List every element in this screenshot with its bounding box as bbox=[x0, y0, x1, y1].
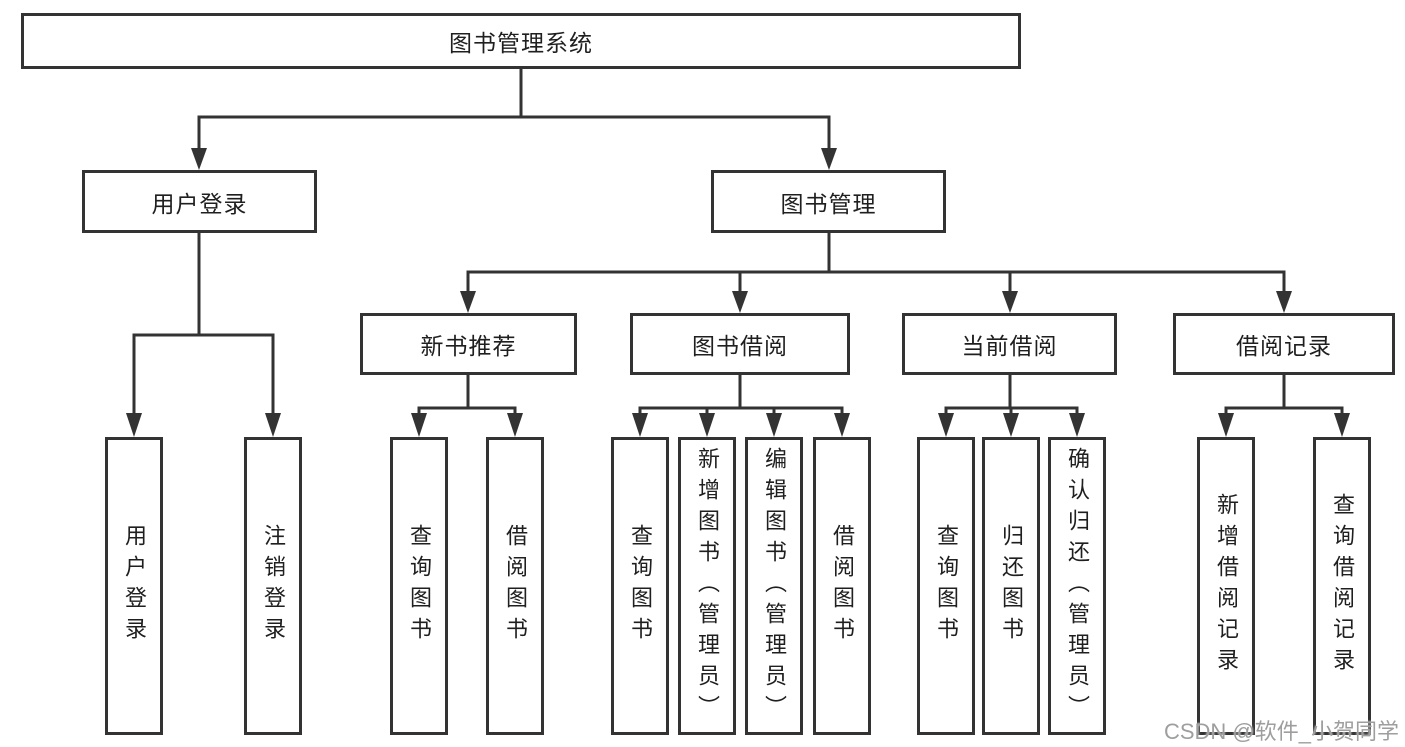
leaf-user-login: 用户登录 bbox=[105, 437, 163, 735]
leaf-confirm-return-admin: 确认归还（管理员） bbox=[1048, 437, 1106, 735]
node-new-book-recommend: 新书推荐 bbox=[360, 313, 577, 375]
leaf-query-book-2: 查询图书 bbox=[611, 437, 669, 735]
leaf-query-book-3-label: 查询图书 bbox=[934, 524, 959, 648]
node-current-borrow-label: 当前借阅 bbox=[961, 333, 1058, 359]
node-user-login: 用户登录 bbox=[82, 170, 317, 233]
leaf-edit-book-admin: 编辑图书（管理员） bbox=[745, 437, 803, 735]
node-root-label: 图书管理系统 bbox=[449, 30, 593, 56]
leaf-return-book-label: 归还图书 bbox=[999, 524, 1024, 648]
leaf-query-borrow-record: 查询借阅记录 bbox=[1313, 437, 1371, 735]
leaf-query-book-3: 查询图书 bbox=[917, 437, 975, 735]
leaf-add-book-admin: 新增图书（管理员） bbox=[678, 437, 736, 735]
leaf-query-book-1: 查询图书 bbox=[390, 437, 448, 735]
node-book-borrow: 图书借阅 bbox=[630, 313, 850, 375]
leaf-query-book-1-label: 查询图书 bbox=[407, 524, 432, 648]
leaf-borrow-book-2: 借阅图书 bbox=[813, 437, 871, 735]
leaf-borrow-book-1-label: 借阅图书 bbox=[503, 524, 528, 648]
leaf-logout-label: 注销登录 bbox=[261, 524, 286, 648]
leaf-edit-book-admin-label: 编辑图书（管理员） bbox=[762, 446, 787, 726]
node-borrow-record: 借阅记录 bbox=[1173, 313, 1395, 375]
leaf-borrow-book-1: 借阅图书 bbox=[486, 437, 544, 735]
node-current-borrow: 当前借阅 bbox=[902, 313, 1117, 375]
leaf-confirm-return-admin-label: 确认归还（管理员） bbox=[1065, 446, 1090, 726]
watermark: CSDN @软件_小贺同学 bbox=[1163, 719, 1399, 744]
leaf-add-borrow-record-label: 新增借阅记录 bbox=[1214, 493, 1239, 679]
node-book-management-label: 图书管理 bbox=[780, 190, 877, 217]
leaf-borrow-book-2-label: 借阅图书 bbox=[830, 524, 855, 648]
node-root: 图书管理系统 bbox=[21, 13, 1021, 69]
leaf-add-borrow-record: 新增借阅记录 bbox=[1197, 437, 1255, 735]
node-user-login-label: 用户登录 bbox=[151, 190, 248, 217]
leaf-logout: 注销登录 bbox=[244, 437, 302, 735]
leaf-add-book-admin-label: 新增图书（管理员） bbox=[695, 446, 720, 726]
node-borrow-record-label: 借阅记录 bbox=[1236, 333, 1332, 359]
leaf-return-book: 归还图书 bbox=[982, 437, 1040, 735]
node-book-borrow-label: 图书借阅 bbox=[692, 333, 788, 359]
leaf-user-login-label: 用户登录 bbox=[122, 524, 147, 648]
node-book-management: 图书管理 bbox=[711, 170, 946, 233]
leaf-query-borrow-record-label: 查询借阅记录 bbox=[1330, 493, 1355, 679]
node-new-book-recommend-label: 新书推荐 bbox=[420, 333, 517, 359]
leaf-query-book-2-label: 查询图书 bbox=[628, 524, 653, 648]
